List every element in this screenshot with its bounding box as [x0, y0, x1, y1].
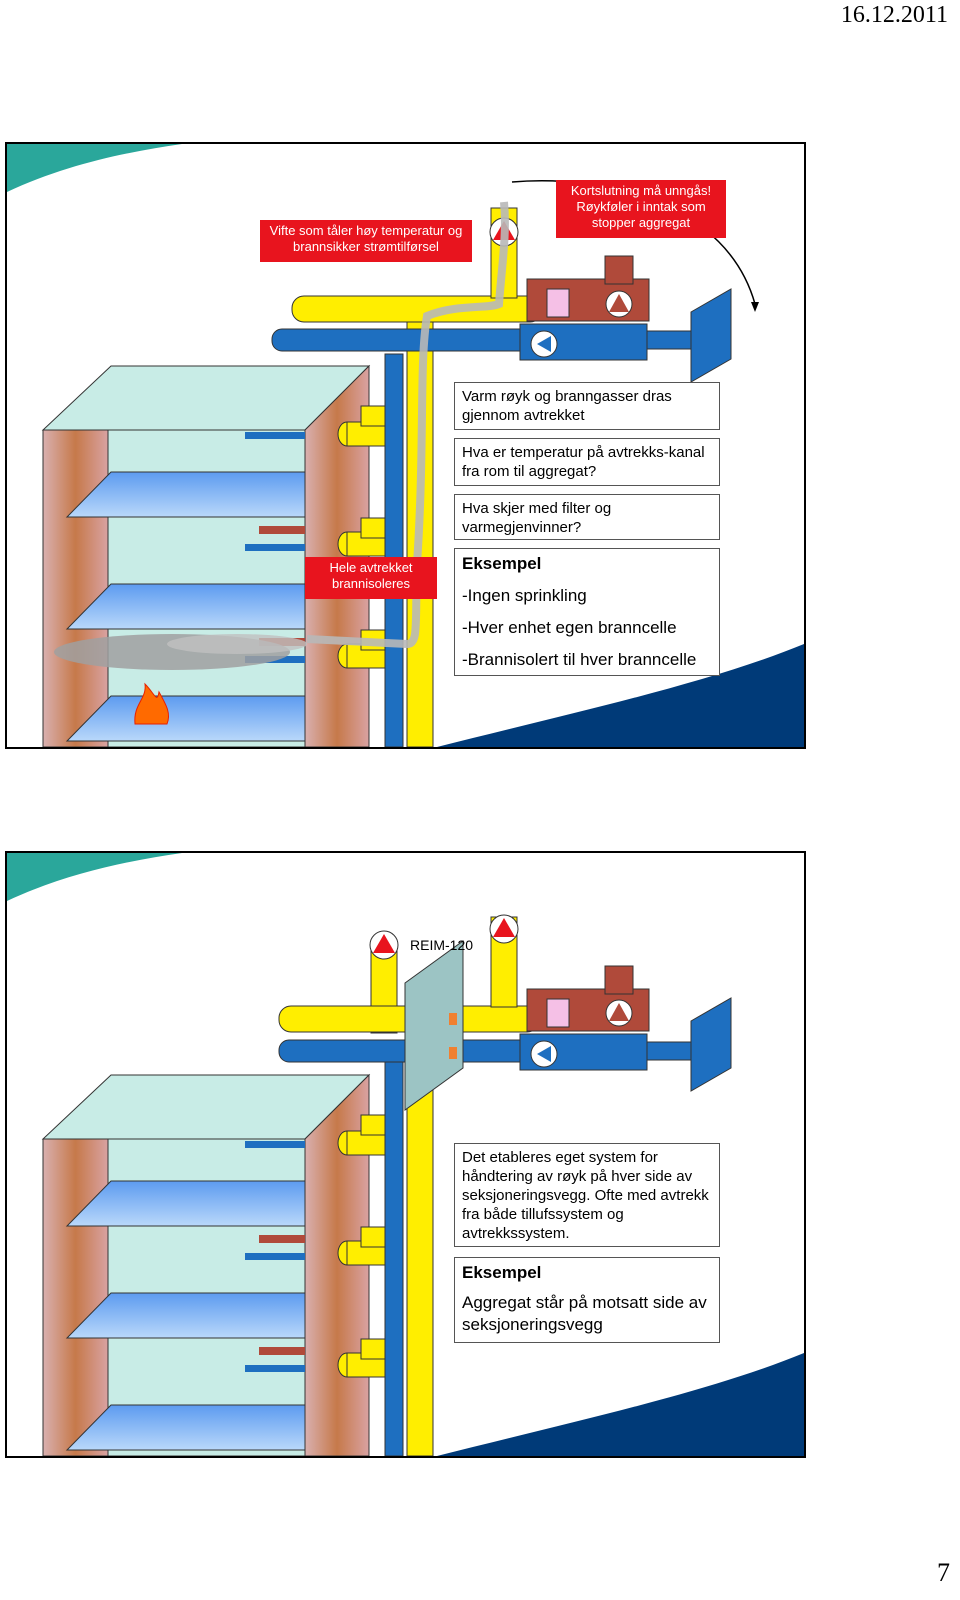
example-text: Aggregat står på motsatt side av seksjon… [462, 1293, 707, 1334]
slide-2: REIM-120 Det etableres eget system for h… [5, 851, 806, 1458]
filter-question-box: Hva skjer med filter og varmegjenvinner? [454, 494, 720, 540]
insulated-label: Hele avtrekket brannisoleres [305, 557, 437, 599]
duct-connectors [337, 405, 386, 669]
hot-smoke-box: Varm røyk og branngasser dras gjennom av… [454, 382, 720, 430]
shortcircuit-label: Kortslutning må unngås! Røykføler i innt… [556, 180, 726, 238]
example-item: -Brannisolert til hver branncelle [462, 650, 697, 669]
intake-grille [690, 997, 732, 1092]
exhaust-main [291, 295, 543, 323]
duct-smoke [306, 201, 509, 649]
slide-2-diagram [7, 853, 804, 1456]
supply-riser [384, 1057, 404, 1456]
wall-rating-label: REIM-120 [410, 937, 474, 953]
slide-1-diagram [7, 144, 804, 747]
example-box-1: Eksempel -Ingen sprinkling -Hver enhet e… [454, 548, 720, 676]
duct-connectors [337, 1114, 386, 1378]
page-number: 7 [937, 1558, 950, 1587]
fire-icon [134, 682, 170, 725]
slide-1: Vifte som tåler høy temperatur og branns… [5, 142, 806, 749]
navy-accent [437, 644, 804, 747]
intake-grille [690, 288, 732, 383]
teal-accent [7, 853, 182, 901]
date-header: 16.12.2011 [840, 2, 948, 28]
navy-accent [437, 1353, 804, 1456]
example-box-2: Eksempel Aggregat står på motsatt side a… [454, 1257, 720, 1343]
supply-riser [384, 353, 404, 747]
building [41, 1073, 371, 1456]
example-item: -Hver enhet egen branncelle [462, 618, 677, 637]
duct-temperature-box: Hva er temperatur på avtrekks-kanal fra … [454, 438, 720, 486]
fan-label: Vifte som tåler høy temperatur og branns… [260, 220, 472, 262]
example-heading: Eksempel [462, 1263, 542, 1282]
teal-accent [7, 144, 182, 192]
example-item: -Ingen sprinkling [462, 586, 587, 605]
fire-separation-wall [404, 940, 464, 1111]
example-heading: Eksempel [462, 554, 542, 573]
separate-system-box: Det etableres eget system for håndtering… [454, 1143, 720, 1247]
